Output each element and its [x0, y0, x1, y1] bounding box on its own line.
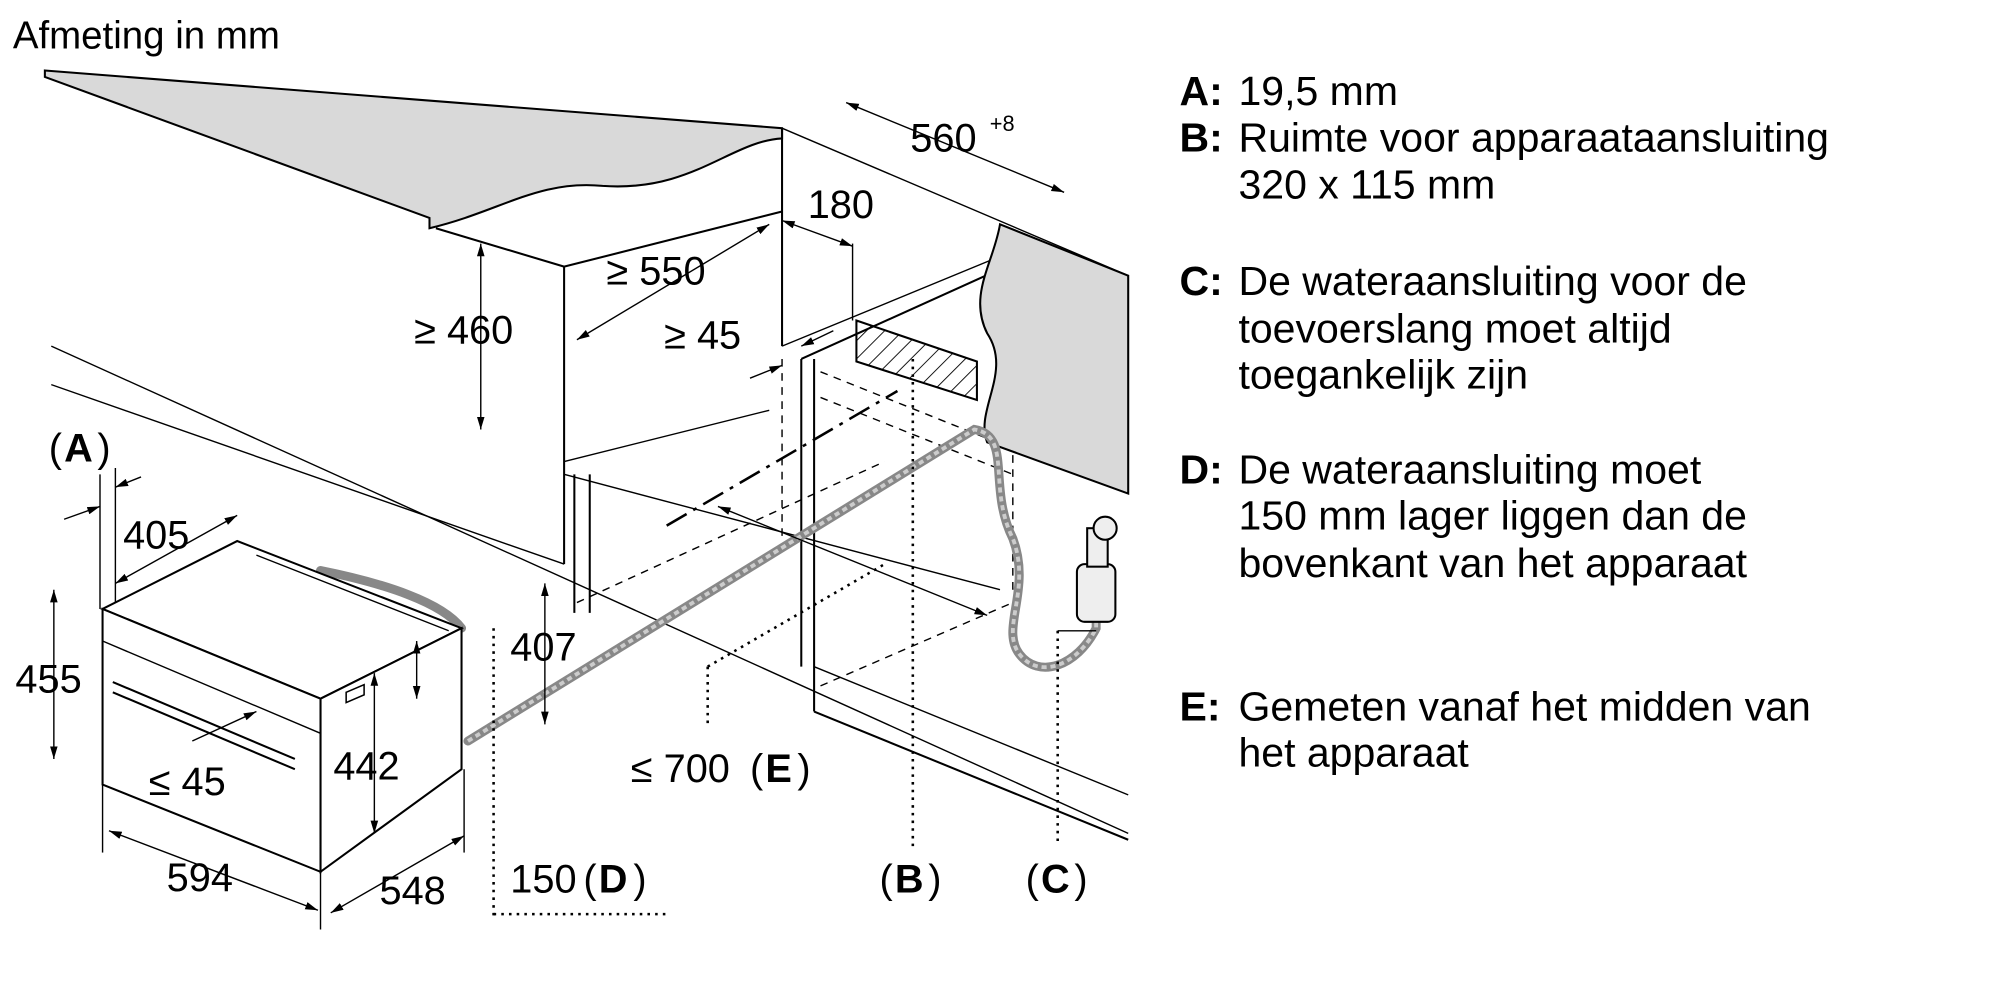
dimension-lines: [50, 101, 1065, 930]
countertop-left: [43, 69, 784, 230]
dim-700-e: ≤ 700 ( E ): [631, 747, 811, 791]
svg-text:(: (: [750, 747, 763, 791]
svg-text:toevoerslang moet altijd: toevoerslang moet altijd: [1238, 305, 1671, 351]
svg-text:Gemeten vanaf het midden van: Gemeten vanaf het midden van: [1238, 684, 1810, 730]
svg-text:150 mm lager liggen dan de: 150 mm lager liggen dan de: [1238, 492, 1746, 538]
svg-text:C: C: [1041, 857, 1070, 901]
dim-442: 442: [333, 744, 399, 788]
legend-key-a: A:: [1179, 68, 1222, 114]
legend-key-e: E:: [1179, 684, 1220, 730]
water-tap-icon: [1056, 515, 1118, 847]
dim-594: 594: [167, 856, 233, 900]
svg-text:(: (: [1026, 857, 1039, 901]
legend-key-d: D:: [1179, 446, 1222, 492]
svg-text:): ): [928, 857, 941, 901]
water-hose: [316, 424, 1101, 746]
svg-text:bovenkant van het apparaat: bovenkant van het apparaat: [1238, 540, 1747, 586]
svg-text:(: (: [583, 857, 596, 901]
svg-text:(: (: [49, 427, 62, 471]
svg-text:A: A: [64, 427, 93, 471]
svg-text:B: B: [895, 857, 924, 901]
dim-150-d: 150 ( D ): [510, 857, 646, 901]
diagram-title: Afmeting in mm: [13, 15, 280, 58]
svg-text:(: (: [879, 857, 892, 901]
dim-407: 407: [510, 625, 576, 669]
legend-key-c: C:: [1179, 258, 1222, 304]
dim-45-front: ≤ 45: [149, 760, 226, 804]
dim-560: 560: [910, 116, 976, 160]
svg-text:): ): [97, 427, 110, 471]
svg-text:19,5 mm: 19,5 mm: [1238, 68, 1398, 114]
svg-text:E: E: [765, 747, 792, 791]
label-b: ( B ): [879, 857, 941, 901]
legend: A: 19,5 mm B: Ruimte voor apparaataanslu…: [1179, 68, 1829, 776]
dim-455: 455: [15, 657, 81, 701]
svg-text:): ): [1074, 857, 1087, 901]
svg-text:het apparaat: het apparaat: [1238, 730, 1469, 776]
dim-550: ≥ 550: [606, 250, 705, 294]
svg-text:De wateraansluiting moet: De wateraansluiting moet: [1238, 446, 1701, 492]
svg-text:): ): [797, 747, 810, 791]
dim-180: 180: [808, 183, 874, 227]
svg-text:Ruimte voor apparaataansluitin: Ruimte voor apparaataansluiting: [1238, 114, 1829, 160]
dim-405: 405: [123, 514, 189, 558]
svg-text:150: 150: [510, 857, 576, 901]
countertop-right: [979, 222, 1130, 496]
connection-space-hatched: [855, 319, 978, 402]
dim-560-tolerance: +8: [990, 111, 1015, 136]
svg-text:toegankelijk zijn: toegankelijk zijn: [1238, 351, 1528, 397]
label-c: ( C ): [1026, 857, 1088, 901]
legend-key-b: B:: [1179, 114, 1222, 160]
svg-text:D: D: [599, 857, 628, 901]
svg-text:320 x 115 mm: 320 x 115 mm: [1238, 162, 1495, 208]
svg-text:De wateraansluiting voor de: De wateraansluiting voor de: [1238, 258, 1746, 304]
svg-text:≤ 700: ≤ 700: [631, 747, 730, 791]
dim-548: 548: [379, 869, 445, 913]
dim-460: ≥ 460: [414, 309, 513, 353]
dim-45-top: ≥ 45: [664, 314, 741, 358]
svg-text:): ): [633, 857, 646, 901]
label-a: ( A ): [49, 427, 111, 471]
